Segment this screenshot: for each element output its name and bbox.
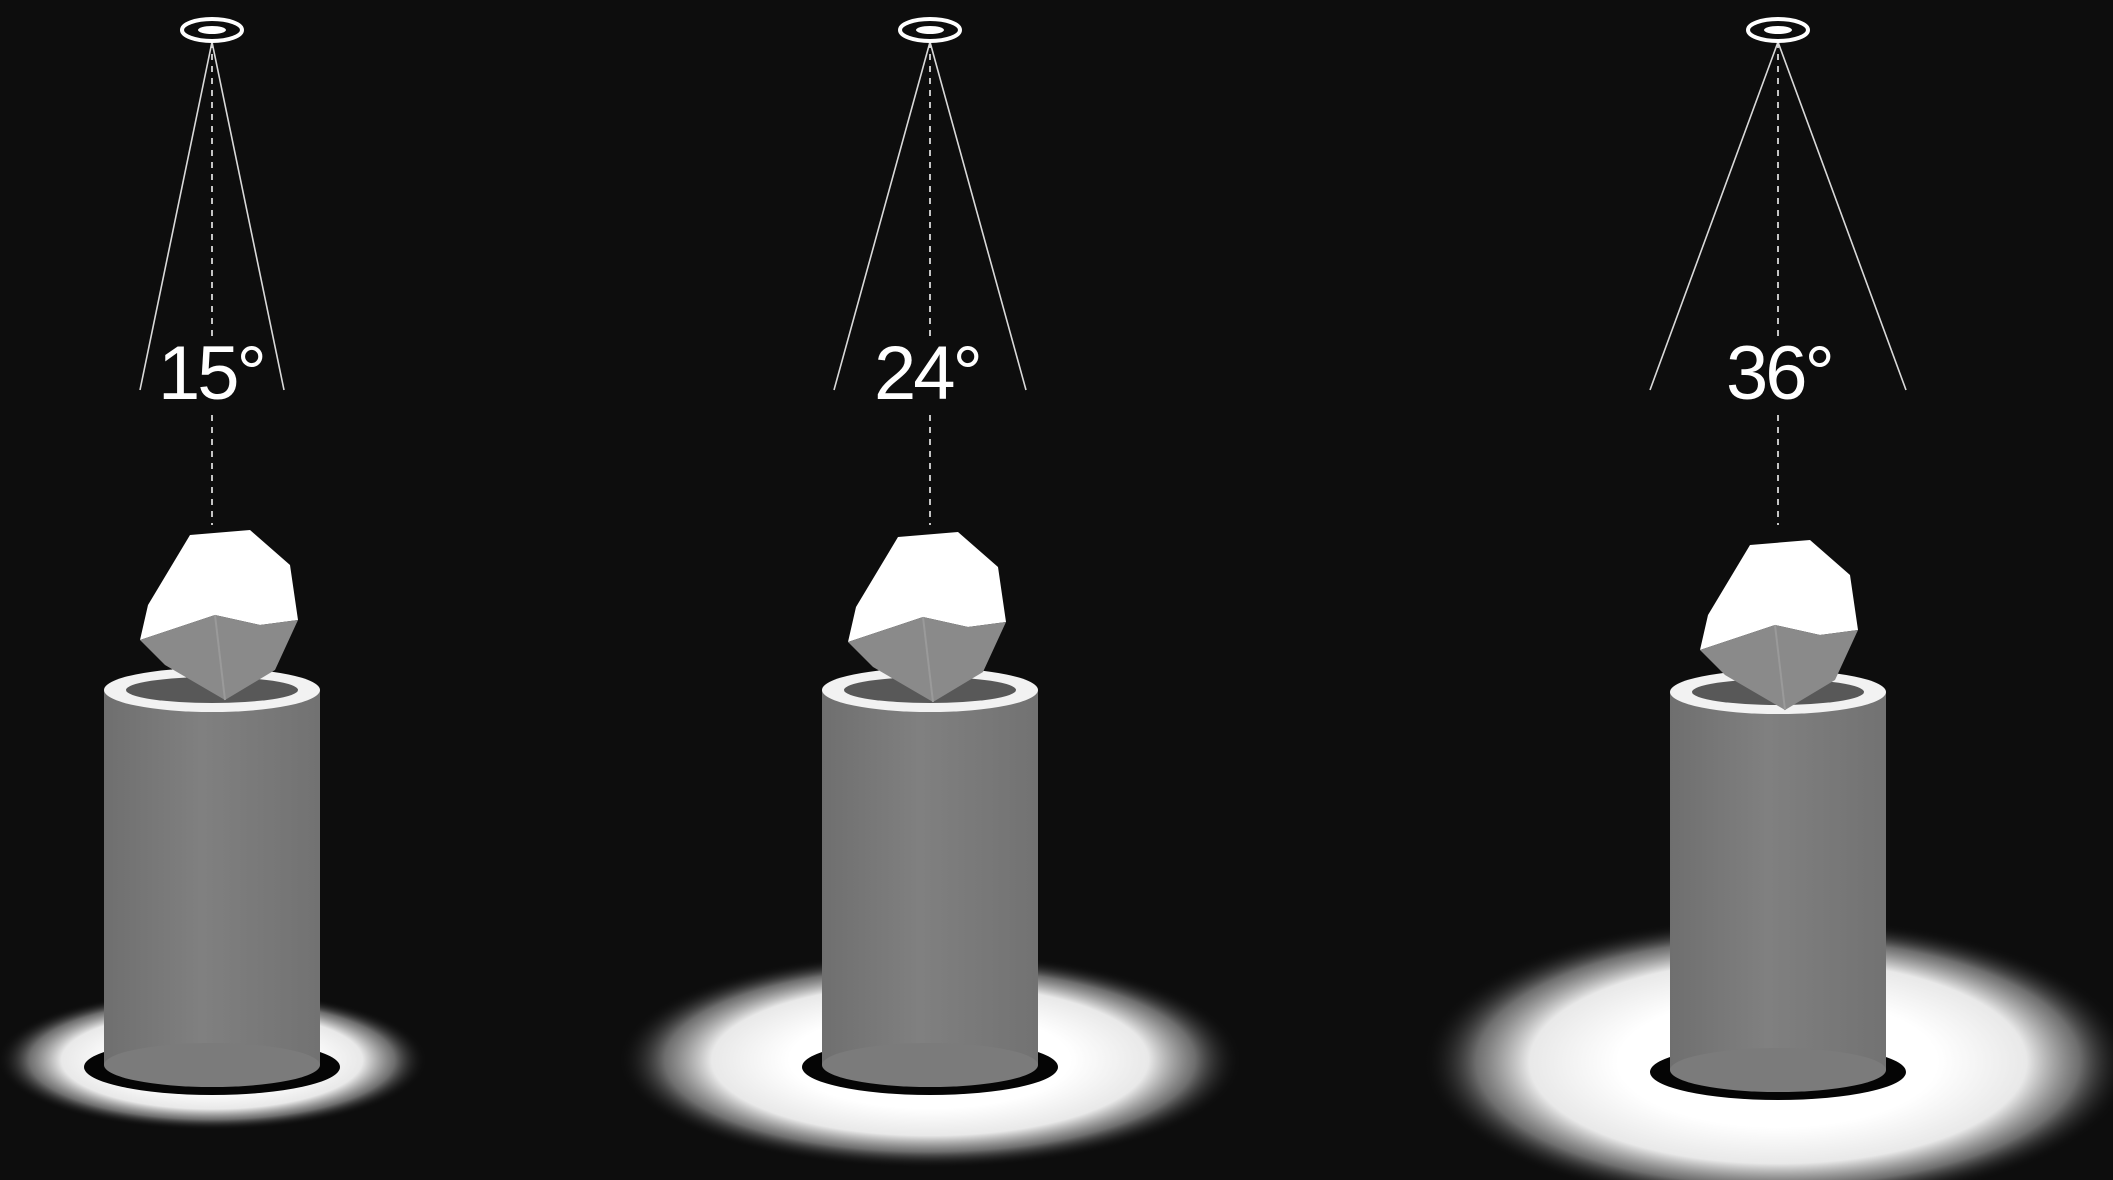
spotlight-unit-36 [1423, 19, 2113, 1180]
beam-angle-label-36: 36° [1726, 330, 1832, 417]
light-fixture-lens-36 [1764, 26, 1792, 34]
pedestal-body-24 [822, 690, 1038, 1065]
pedestal-body-15 [104, 690, 320, 1065]
pedestal-body-36 [1670, 692, 1886, 1070]
beam-angle-label-24: 24° [874, 330, 980, 417]
pedestal-base-15 [104, 1043, 320, 1087]
spotlight-unit-24 [618, 19, 1242, 1168]
light-fixture-lens-24 [916, 26, 944, 34]
beam-angle-label-15: 15° [158, 330, 264, 417]
pedestal-base-24 [822, 1043, 1038, 1087]
light-fixture-lens-15 [198, 26, 226, 34]
pedestal-base-36 [1670, 1048, 1886, 1092]
spotlight-unit-15 [0, 19, 427, 1130]
